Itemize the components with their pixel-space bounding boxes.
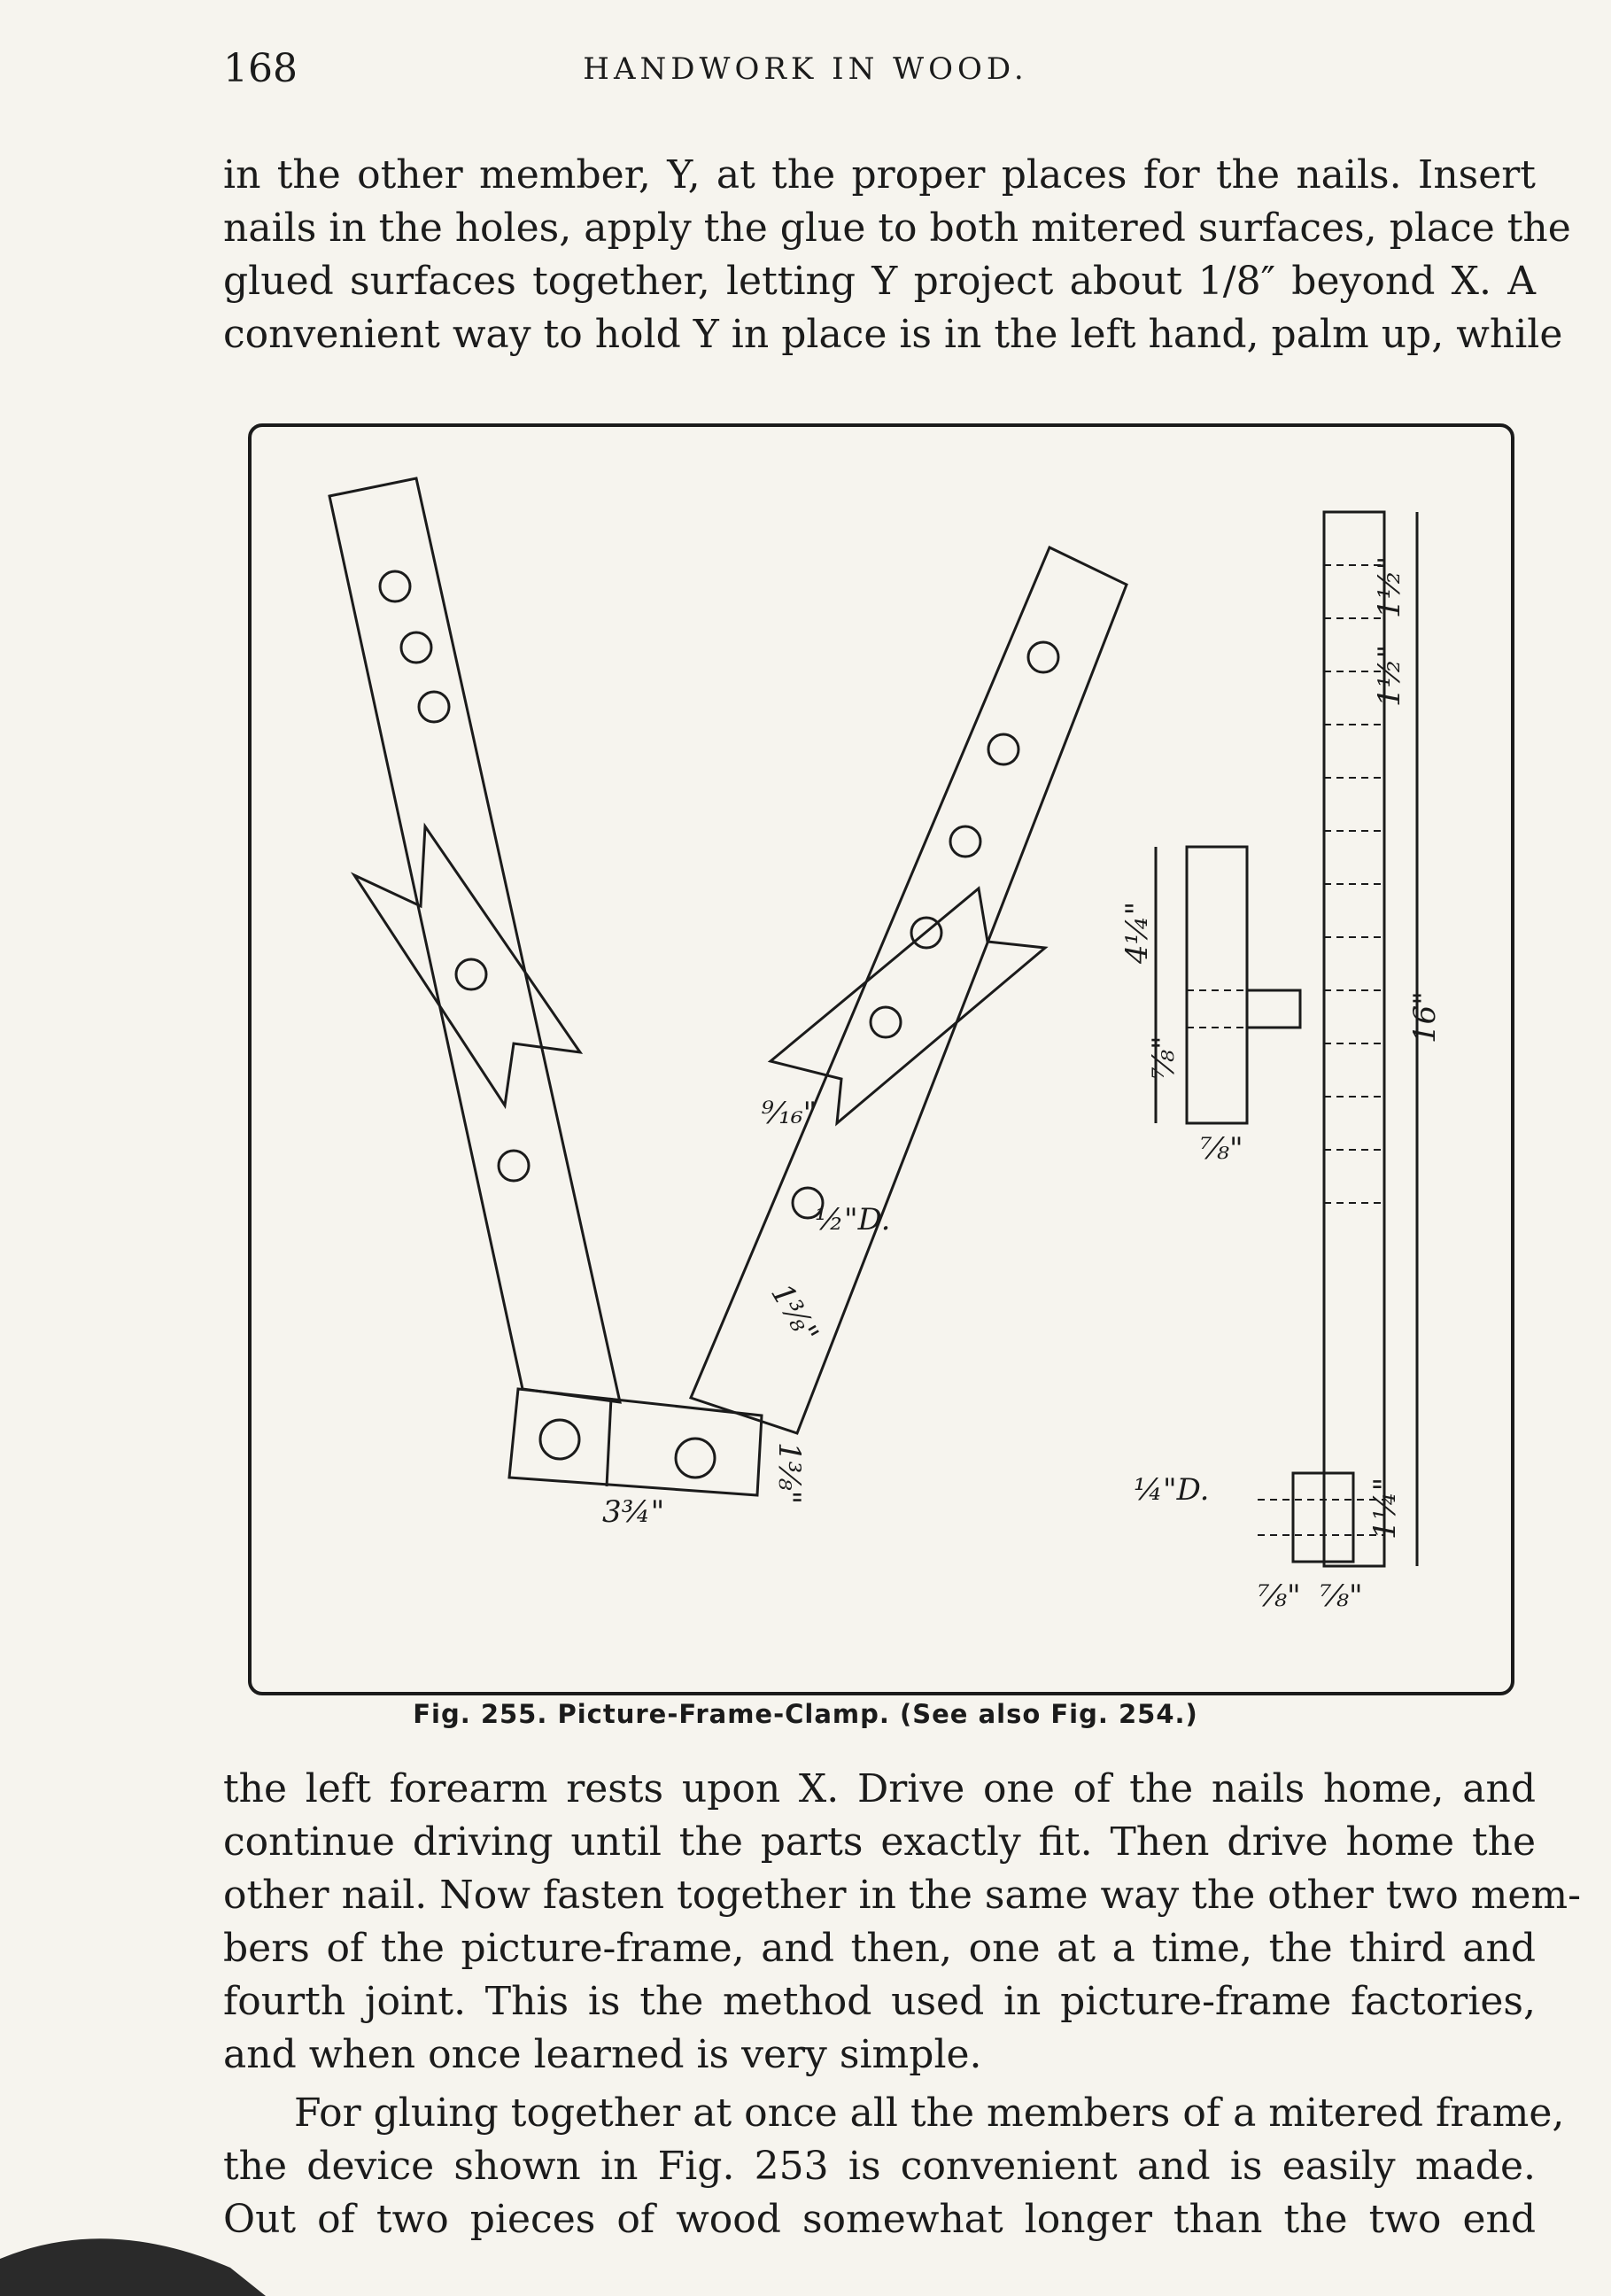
text-line: and when once learned is very simple.	[223, 2032, 982, 2077]
hole	[910, 916, 943, 950]
label-top-spacing-a: 1½"	[1372, 556, 1407, 618]
hole	[417, 690, 451, 724]
text-line: nails in the holes, apply the glue to bo…	[223, 206, 1571, 251]
hole	[987, 733, 1020, 766]
hole	[949, 825, 982, 858]
hole	[399, 631, 433, 664]
right-arm	[688, 545, 1128, 1435]
page-number: 168	[223, 46, 298, 91]
text-line: bers of the picture-frame, and then, one…	[223, 1926, 1536, 1971]
hole	[497, 1149, 531, 1183]
label-bottom-span: 1¼"	[1367, 1478, 1403, 1540]
left-clip	[350, 822, 584, 1110]
figure-caption: Fig. 255. Picture-Frame-Clamp. (See also…	[413, 1699, 1198, 1729]
hole	[378, 570, 412, 603]
hole	[869, 1005, 902, 1039]
text-line: fourth joint. This is the method used in…	[223, 1979, 1536, 2024]
text-line: continue driving until the parts exactly…	[223, 1819, 1536, 1865]
label-base-length: 3¾"	[602, 1494, 664, 1530]
label-top-spacing-b: 1½"	[1372, 645, 1407, 707]
hole	[791, 1186, 825, 1220]
text-line: in the other member, Y, at the proper pl…	[223, 152, 1536, 198]
end-block	[1185, 845, 1249, 1125]
wing-nut	[538, 1418, 581, 1461]
label-hole-dia: ½"D.	[815, 1202, 890, 1237]
label-overall-length: 16"	[1407, 991, 1443, 1043]
label-block-inner: ⅞"	[1146, 1036, 1181, 1079]
paragraph-top: in the other member, Y, at the proper pl…	[223, 149, 1571, 361]
text-line: For gluing together at once all the memb…	[294, 2090, 1565, 2136]
wing-nut	[674, 1437, 716, 1479]
base-block	[507, 1387, 763, 1497]
right-clip	[767, 886, 1049, 1127]
label-block-height: 4¼"	[1119, 902, 1155, 965]
text-line: glued surfaces together, letting Y proje…	[223, 259, 1536, 304]
label-bottom-a: ⅞"	[1258, 1578, 1301, 1614]
label-small-hole: ¼"D.	[1134, 1472, 1209, 1508]
paragraph-middle: the left forearm rests upon X. Drive one…	[223, 1763, 1582, 2082]
label-block-width: ⅞"	[1200, 1131, 1243, 1167]
text-line: Out of two pieces of wood somewhat longe…	[223, 2197, 1536, 2242]
long-bar	[1322, 510, 1386, 1568]
paragraph-bottom: For gluing together at once all the memb…	[223, 2087, 1565, 2246]
label-angle-note: ⁹⁄₁₆"	[762, 1096, 817, 1131]
running-head: HANDWORK IN WOOD.	[583, 51, 1028, 87]
label-arm-width: 1⅜"	[763, 1278, 825, 1350]
figure-frame	[248, 423, 1514, 1695]
label-bottom-b: ⅞"	[1320, 1578, 1363, 1614]
hole	[454, 958, 488, 991]
peg	[1245, 989, 1302, 1029]
text-line: other nail. Now fasten together in the s…	[223, 1873, 1582, 1918]
text-line: convenient way to hold Y in place is in …	[223, 312, 1563, 357]
text-line: the left forearm rests upon X. Drive one…	[223, 1766, 1536, 1811]
scan-thumb-shadow	[0, 2238, 266, 2296]
clamp-diagram: ½"D. 1⅜" 3¾" 1⅜" 16" 1½" 1½" 4¼" ⅞" ⅞" ¼…	[328, 477, 1443, 1614]
label-base-height: 1⅜"	[771, 1442, 807, 1504]
left-arm	[328, 477, 622, 1404]
bottom-block	[1291, 1471, 1355, 1563]
text-line: the device shown in Fig. 253 is convenie…	[223, 2144, 1536, 2189]
hole	[1026, 640, 1060, 674]
